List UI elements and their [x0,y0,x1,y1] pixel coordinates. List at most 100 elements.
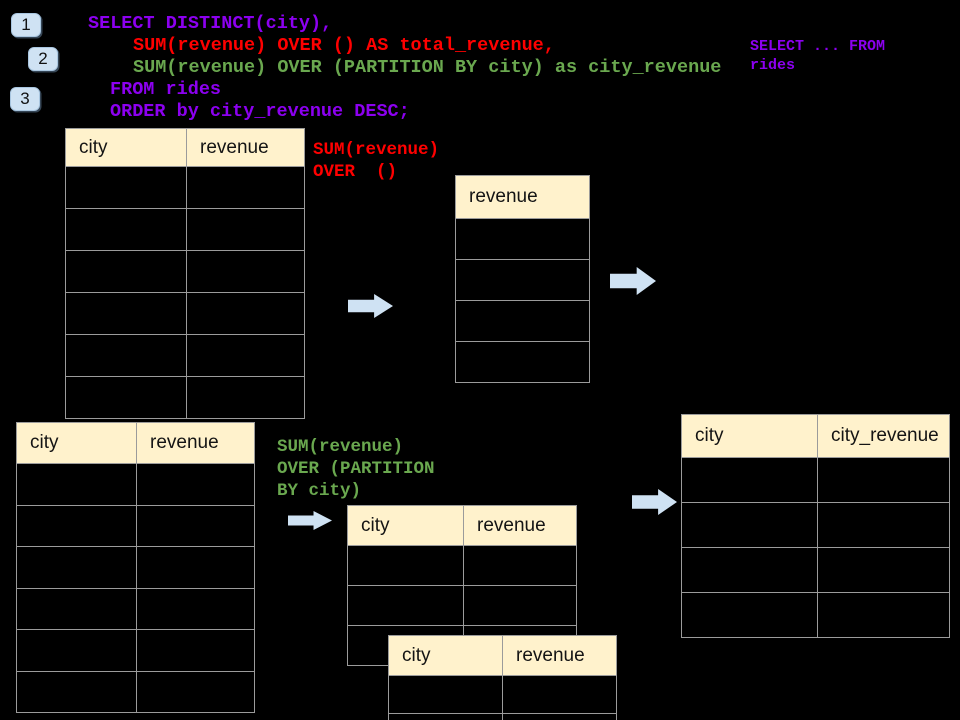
column-header: revenue [477,514,546,536]
column-header: revenue [150,432,219,453]
step-2-badge: 2 [28,47,58,71]
table-cell [187,293,304,334]
table-row [17,587,254,630]
sql-line-partition: SUM(revenue) OVER (PARTITION BY city) as… [133,57,722,78]
table-row [389,713,616,720]
table-cell [137,506,254,547]
table-header-row: city city_revenue [682,415,949,457]
table-cell [187,167,304,208]
table-cell [17,671,137,712]
table-row [456,259,589,300]
table-cell [682,548,818,592]
total-annotation-line2: OVER () [313,162,398,182]
sql-line-order: ORDER by city_revenue DESC; [110,101,410,122]
partition-annotation-line3: BY city) [277,481,362,501]
table-cell [17,547,137,588]
table-cell [456,301,589,341]
table-row [348,585,576,625]
table-cell [137,672,254,713]
table-cell [66,335,187,376]
table-row [17,504,254,547]
table-cell [17,464,137,505]
table-row [17,629,254,671]
table-cell [187,335,304,376]
table-row [348,545,576,585]
table-cell [818,503,949,547]
table-row [682,457,949,502]
table-row [456,341,589,382]
table-cell [456,342,589,382]
table-cell [818,458,949,502]
table-row [389,675,616,713]
table-cell [137,464,254,505]
table-row [66,250,304,292]
table-cell [503,676,616,713]
sql-line-select: SELECT DISTINCT(city), [88,13,333,34]
table-cell [389,714,503,720]
right-arrow-icon [610,267,656,295]
table-cell [464,546,576,585]
table-cell [66,209,187,250]
table-row [66,208,304,250]
table-cell [187,209,304,250]
side-note-rides: rides [750,57,796,74]
table-header-row: city revenue [66,129,304,166]
table-row [66,292,304,334]
table-cell [818,593,949,637]
table-row [66,166,304,208]
step-3-badge: 3 [10,87,40,111]
table-cell [17,588,137,629]
table-cell [66,167,187,208]
table-cell [17,630,137,671]
partition-intermediate-table: city revenue [347,505,577,666]
source-table-top: city revenue [65,128,305,419]
table-row [17,463,254,505]
table-cell [389,676,503,713]
table-row [17,546,254,588]
table-row [66,376,304,418]
table-row [456,300,589,341]
table-cell [682,593,818,637]
table-row [66,334,304,376]
city-revenue-result-table: city city_revenue [681,414,950,638]
table-cell [137,547,254,588]
table-cell [187,377,304,418]
table-row [682,547,949,592]
table-cell [456,260,589,300]
column-header: city_revenue [831,425,939,446]
table-header-row: revenue [456,176,589,218]
table-cell [682,458,818,502]
column-header: revenue [200,136,269,158]
table-cell [682,503,818,547]
column-header: city [66,129,187,166]
step-1-badge: 1 [11,13,41,37]
right-arrow-icon [348,294,393,318]
table-cell [66,377,187,418]
right-arrow-icon [288,511,332,530]
table-header-row: city revenue [348,506,576,545]
partition-annotation-line1: SUM(revenue) [277,437,404,457]
table-cell [137,630,254,671]
sql-line-total: SUM(revenue) OVER () AS total_revenue, [133,35,555,56]
right-arrow-icon [632,489,677,515]
table-cell [818,548,949,592]
table-row [456,218,589,259]
table-cell [137,589,254,630]
table-row [17,670,254,713]
total-revenue-result-table: revenue [455,175,590,383]
table-cell [348,586,464,625]
total-annotation-line1: SUM(revenue) [313,140,440,160]
table-cell [456,219,589,259]
table-cell [66,251,187,292]
table-cell [464,586,576,625]
table-row [682,502,949,547]
column-header: revenue [469,186,538,207]
column-header: city [682,415,818,457]
column-header: city [348,506,464,545]
column-header: city [389,636,503,675]
table-cell [187,251,304,292]
